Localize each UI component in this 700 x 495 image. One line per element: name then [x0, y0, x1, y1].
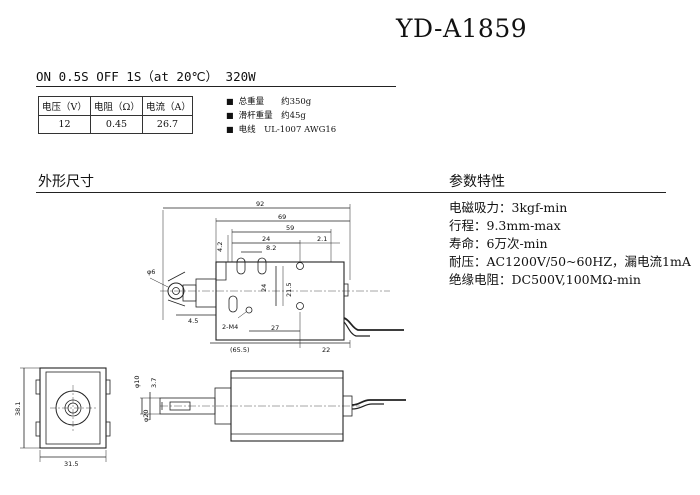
- list-item-total-weight: 总重量 约350g: [226, 95, 336, 109]
- dim-92: 92: [256, 200, 264, 208]
- front-view-coil-circle: [55, 390, 91, 426]
- characteristics-list: 电磁吸力：3kgf-min 行程：9.3mm-max 寿命：6万次-min 耐压…: [449, 199, 691, 289]
- section-divider: [36, 192, 666, 193]
- dim-2-m4: 2-M4: [222, 323, 238, 331]
- dim-21-5: 21.5: [285, 283, 293, 297]
- char-stroke: 行程：9.3mm-max: [449, 218, 561, 233]
- dim-4-5: 4.5: [188, 317, 198, 325]
- electrical-table: 电压（V） 电阻（Ω） 电流（A） 12 0.45 26.7: [38, 96, 193, 134]
- list-item-plunger-weight: 滑杆重量 约45g: [226, 109, 336, 123]
- dim-22: 22: [322, 346, 330, 354]
- char-life: 寿命：6万次-min: [449, 236, 548, 251]
- table-header-row: 电压（V） 电阻（Ω） 电流（A）: [38, 96, 193, 116]
- dim-phi10: φ10: [133, 375, 141, 388]
- duty-spec-line: ON 0.5S OFF 1S（at 20℃） 320W: [36, 69, 256, 84]
- top-view-plunger: [195, 278, 217, 308]
- outline-dimensions-title: 外形尺寸: [38, 174, 94, 190]
- header-voltage: 电压（V）: [38, 96, 91, 116]
- list-item-lead-wire: 电线 UL-1007 AWG16: [226, 123, 337, 137]
- table-row: 12 0.45 26.7: [38, 115, 193, 134]
- dim-24-vertical: 24: [260, 284, 268, 292]
- dim-phi6: φ6: [147, 268, 155, 276]
- header-resistance: 电阻（Ω）: [90, 96, 143, 116]
- technical-drawing: 92 69 59 24 8.2 2.1 4.2 φ6 21.5 24 4.5 2…: [14, 200, 406, 468]
- top-divider: [36, 86, 396, 87]
- characteristics-title: 参数特性: [449, 174, 505, 190]
- dim-31-5: 31.5: [64, 460, 78, 468]
- info-list: 总重量 约350g 滑杆重量 约45g 电线 UL-1007 AWG16: [226, 95, 337, 137]
- cell-voltage: 12: [38, 115, 91, 134]
- dim-59: 59: [286, 224, 294, 232]
- dim-38-1: 38.1: [14, 402, 22, 416]
- dim-27: 27: [271, 324, 279, 332]
- dim-65-5: (65.5): [230, 346, 250, 354]
- header-current: 电流（A）: [142, 96, 193, 116]
- top-view-stub: [343, 283, 349, 297]
- dim-4-2: 4.2: [216, 242, 224, 252]
- cell-resistance: 0.45: [90, 115, 143, 134]
- dim-phi20: φ20: [142, 409, 150, 422]
- dim-8-2: 8.2: [266, 244, 276, 252]
- dim-69: 69: [278, 213, 286, 221]
- dim-3-7: 3.7: [150, 378, 158, 388]
- product-title: YD-A1859: [396, 14, 528, 43]
- char-withstand-voltage: 耐压：AC1200V/50~60HZ，漏电流1mA: [449, 254, 691, 269]
- char-insulation-resistance: 绝缘电阻：DC500V,100MΩ-min: [449, 272, 641, 287]
- dim-2-1: 2.1: [317, 235, 327, 243]
- char-holding-force: 电磁吸力：3kgf-min: [449, 200, 568, 215]
- front-view-body: [39, 367, 107, 449]
- cell-current: 26.7: [142, 115, 193, 134]
- dim-24: 24: [262, 235, 270, 243]
